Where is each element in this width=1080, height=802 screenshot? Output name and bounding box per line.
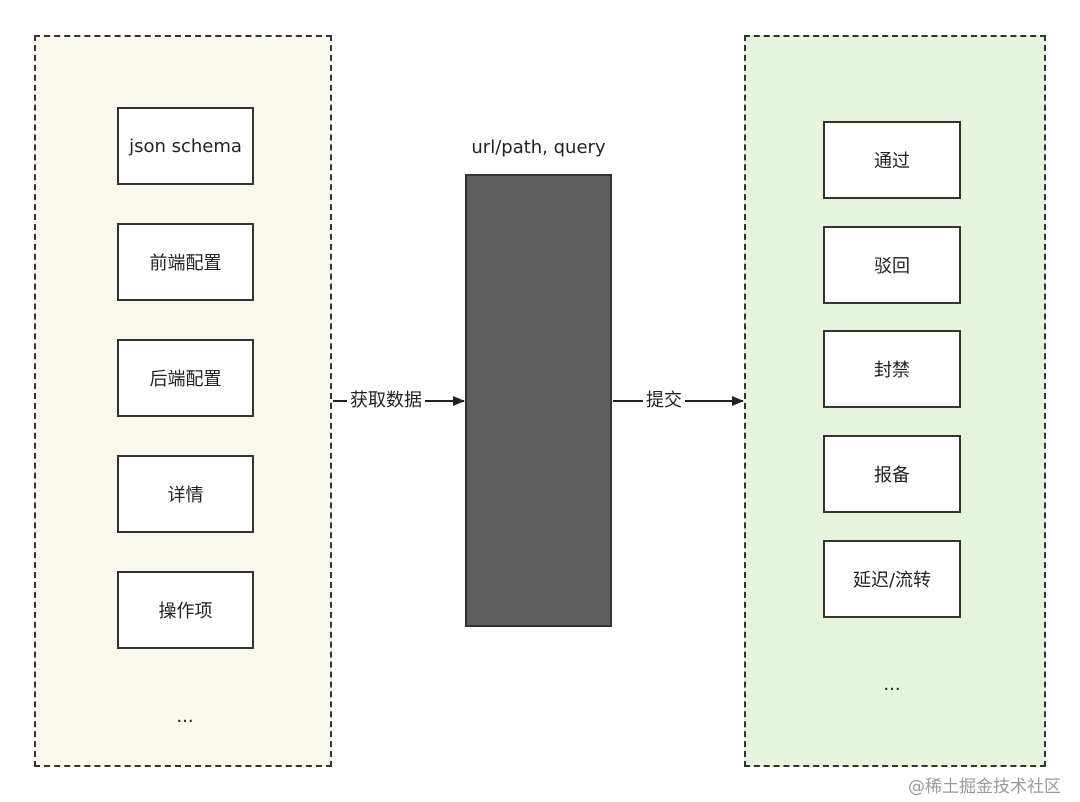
- right-item-delay-transfer: 延迟/流转: [823, 540, 961, 618]
- edge-label-submit: 提交: [643, 390, 685, 412]
- right-panel-ellipsis: ...: [883, 674, 901, 695]
- watermark: @稀土掘金技术社区: [908, 777, 1061, 797]
- left-item-details: 详情: [117, 455, 254, 533]
- right-item-reject: 驳回: [823, 226, 961, 304]
- edge-label-fetch-data: 获取数据: [347, 390, 425, 412]
- left-item-json-schema: json schema: [117, 107, 254, 185]
- center-block-title: url/path, query: [471, 137, 606, 158]
- right-item-ban: 封禁: [823, 330, 961, 408]
- right-item-report: 报备: [823, 435, 961, 513]
- left-item-frontend-config: 前端配置: [117, 223, 254, 301]
- left-panel-ellipsis: ...: [176, 706, 194, 727]
- right-item-approve: 通过: [823, 121, 961, 199]
- left-item-backend-config: 后端配置: [117, 339, 254, 417]
- center-block: [465, 174, 612, 627]
- left-item-actions: 操作项: [117, 571, 254, 649]
